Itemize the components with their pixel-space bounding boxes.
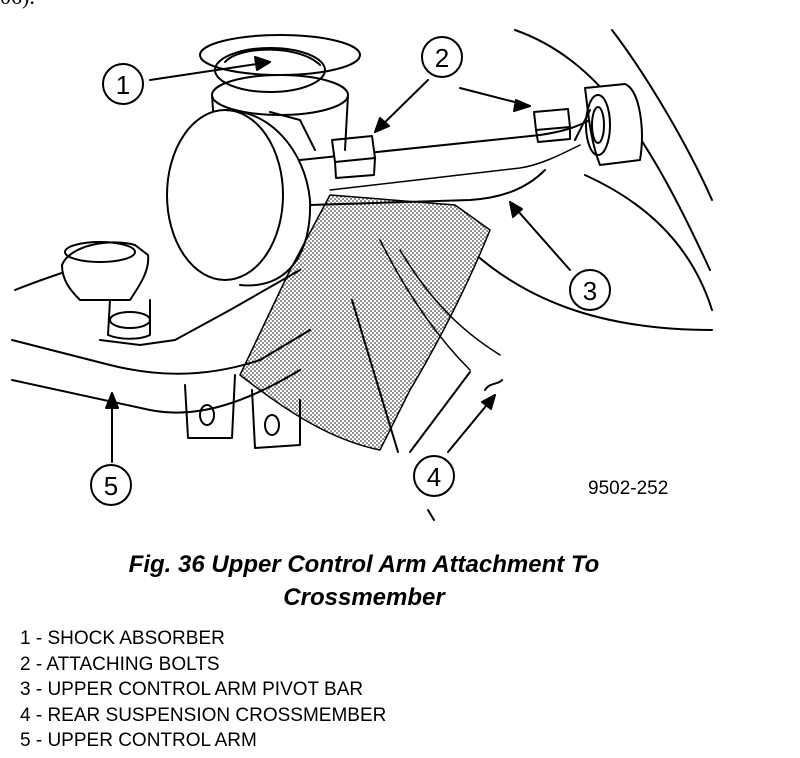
legend-item-attaching-bolts: 2 - ATTACHING BOLTS (20, 653, 220, 675)
caption-line-2: Crossmember (283, 584, 445, 611)
callout-3 (569, 269, 611, 311)
legend-item-pivot-bar: 3 - UPPER CONTROL ARM PIVOT BAR (20, 679, 364, 700)
page-fragment-text: 06). (0, 0, 35, 10)
figure-caption: Fig. 36 Upper Control Arm Attachment To … (0, 548, 728, 614)
parts-legend: 1 - SHOCK ABSORBER 2 - ATTACHING BOLTS 3… (20, 626, 386, 754)
callout-label-5: 5 (104, 471, 118, 501)
callout-2 (421, 36, 463, 78)
callout-1 (102, 63, 144, 105)
figure-code: 9502-252 (588, 478, 669, 499)
attaching-bolts (331, 108, 571, 179)
rear-suspension-crossmember (239, 194, 501, 451)
callout-label-2: 2 (435, 43, 449, 73)
suspension-illustration: 1 2 3 4 5 (11, 29, 713, 521)
legend-item-control-arm: 5 - UPPER CONTROL ARM (20, 730, 257, 751)
callout-label-3: 3 (583, 276, 597, 306)
legend-item-shock-absorber: 1 - SHOCK ABSORBER (20, 628, 225, 649)
callout-leaders (105, 56, 571, 521)
shock-absorber (166, 34, 361, 287)
callout-label-1: 1 (116, 70, 130, 100)
upper-control-arm (11, 241, 311, 449)
callout-5 (90, 464, 132, 506)
caption-line-1: Fig. 36 Upper Control Arm Attachment To (128, 551, 600, 578)
legend-item-crossmember: 4 - REAR SUSPENSION CROSSMEMBER (20, 704, 387, 726)
callout-label-4: 4 (427, 462, 441, 492)
callout-4 (413, 455, 455, 497)
upper-control-arm-pivot-bar (299, 83, 643, 206)
